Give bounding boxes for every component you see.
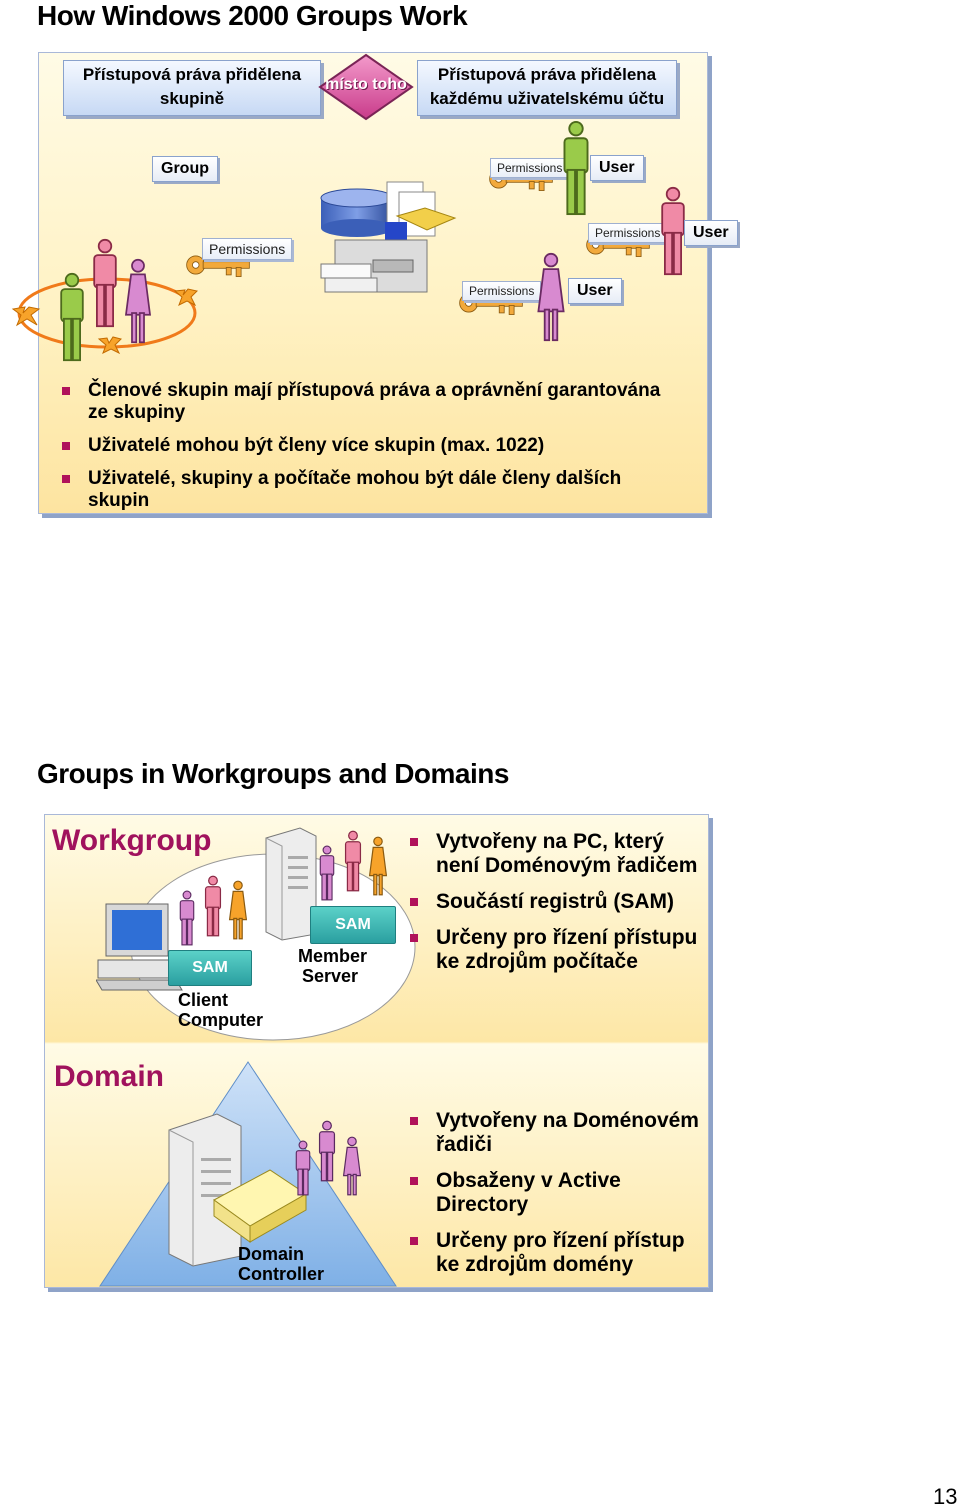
shared-resources-graphic <box>320 181 457 293</box>
man-icon <box>316 1120 338 1182</box>
diamond-shape <box>318 53 414 121</box>
caption-line: Domain <box>238 1244 305 1264</box>
computer-icon <box>96 903 183 991</box>
dc-caption: Domain Controller <box>238 1244 324 1284</box>
server-icon <box>265 827 317 941</box>
workgroup-bullets: Vytvořeny na PC, který není Doménovým řa… <box>410 830 700 986</box>
user1-label: User <box>590 155 644 181</box>
man-icon <box>292 1140 314 1196</box>
man-icon <box>88 238 122 328</box>
man-icon <box>342 830 364 892</box>
sam-label: SAM <box>192 959 228 976</box>
bullet-item: Uživatelé mohou být členy více skupin (m… <box>62 435 682 457</box>
group-label-text: Group <box>161 160 209 177</box>
user-label-text: User <box>577 282 613 299</box>
bullet-item: Uživatelé, skupiny a počítače mohou být … <box>62 468 682 512</box>
permissions-text: Permissions <box>595 226 661 240</box>
sam-label: SAM <box>335 916 371 933</box>
instead-diamond: místo toho <box>318 53 414 121</box>
instead-label: místo toho <box>325 76 407 93</box>
caption-line: Member <box>298 946 368 966</box>
domain-title: Domain <box>54 1060 165 1093</box>
man-icon <box>176 890 198 946</box>
directory-book-icon <box>213 1169 307 1243</box>
slide2-title: Groups in Workgroups and Domains <box>37 758 509 789</box>
right-header-box: Přístupová práva přidělena každému uživa… <box>417 60 677 116</box>
client-caption: Client Computer <box>178 990 263 1030</box>
client-sam-box: SAM <box>168 950 252 986</box>
workgroup-title: Workgroup <box>52 824 212 857</box>
left-header-text: Přístupová práva přidělena skupině <box>82 65 302 108</box>
man-icon <box>316 845 338 901</box>
permissions-text: Permissions <box>497 161 563 175</box>
man-icon <box>558 120 594 216</box>
user-label-text: User <box>693 224 729 241</box>
user3-label: User <box>568 278 622 304</box>
group-members-graphic <box>11 277 198 355</box>
slide1-bullets: Členové skupin mají přístupová práva a o… <box>62 380 682 523</box>
left-header-box: Přístupová práva přidělena skupině <box>63 60 321 116</box>
bullet-item: Určeny pro řízení přístup ke zdrojům dom… <box>410 1229 700 1277</box>
bullet-item: Vytvořeny na PC, který není Doménovým řa… <box>410 830 700 878</box>
woman-icon <box>340 1136 364 1196</box>
slide1-title: How Windows 2000 Groups Work <box>37 0 468 31</box>
server-icon <box>168 1113 242 1267</box>
domain-bullets: Vytvořeny na Doménovém řadiči Obsaženy v… <box>410 1109 700 1289</box>
caption-line: Controller <box>238 1264 325 1284</box>
bullet-item: Určeny pro řízení přístupu ke zdrojům po… <box>410 926 700 974</box>
group-permissions-label: Permissions <box>202 238 293 260</box>
woman-icon <box>226 880 250 940</box>
caption-line: Client <box>178 990 229 1010</box>
member-sam-box: SAM <box>310 906 396 944</box>
group-label: Group <box>152 156 218 182</box>
permissions-text: Permissions <box>469 284 535 298</box>
bullet-item: Obsaženy v Active Directory <box>410 1169 700 1217</box>
woman-icon <box>366 836 390 896</box>
bullet-item: Součástí registrů (SAM) <box>410 890 700 914</box>
caption-line: Computer <box>178 1010 263 1030</box>
bullet-item: Vytvořeny na Doménovém řadiči <box>410 1109 700 1157</box>
user3-permissions-label: Permissions <box>462 281 542 301</box>
permissions-text: Permissions <box>209 241 286 257</box>
page-number: 13 <box>933 1484 958 1509</box>
member-caption: Member Server <box>298 946 368 986</box>
user1-permissions-label: Permissions <box>490 158 570 178</box>
bullet-item: Členové skupin mají přístupová práva a o… <box>62 380 682 424</box>
man-icon <box>202 875 224 937</box>
user2-label: User <box>684 220 738 246</box>
woman-icon <box>120 258 156 344</box>
user-label-text: User <box>599 159 635 176</box>
caption-line: Server <box>301 966 359 986</box>
woman-icon <box>532 252 570 342</box>
right-header-text: Přístupová práva přidělena každému uživa… <box>429 65 665 108</box>
man-icon <box>55 272 89 362</box>
